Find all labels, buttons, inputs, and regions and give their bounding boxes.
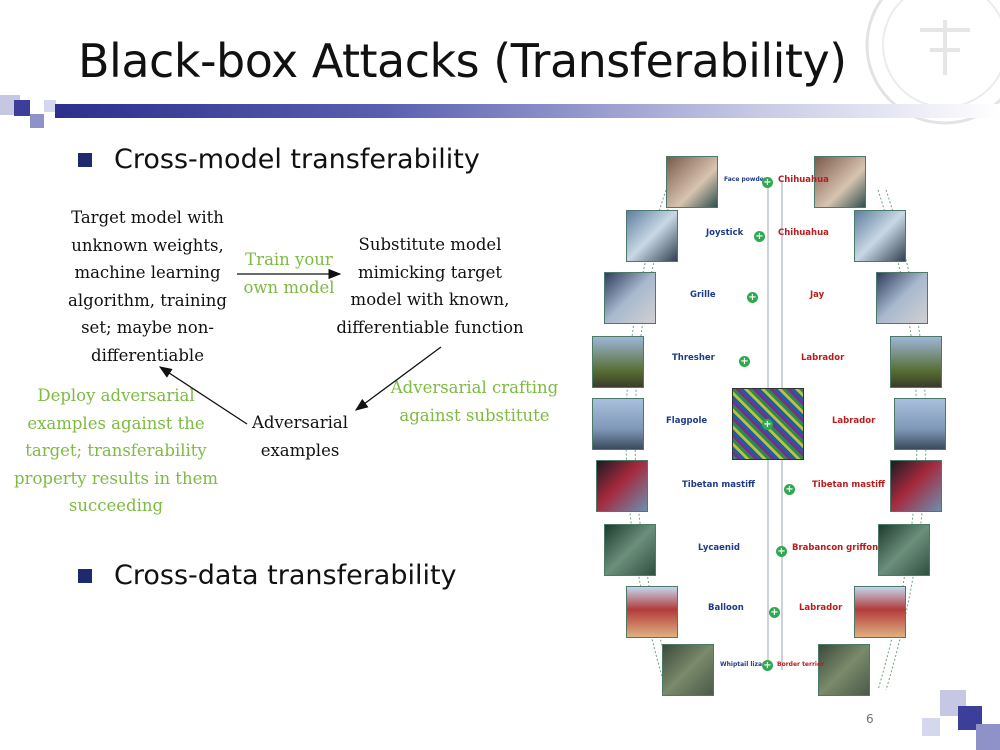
- image-thumbnail: [626, 586, 678, 638]
- row-right-label: Labrador: [832, 416, 876, 426]
- deploy-text: Deploy adversarial examples against the …: [14, 386, 218, 515]
- row-left-label: Lycaenid: [698, 543, 740, 553]
- image-thumbnail: [662, 644, 714, 696]
- decor-square: [14, 100, 30, 116]
- image-thumbnail: [878, 524, 930, 576]
- plus-icon: +: [762, 177, 773, 188]
- plus-icon: +: [754, 231, 765, 242]
- image-thumbnail: [592, 398, 644, 450]
- decor-square: [44, 100, 56, 112]
- bullet-cross-data: Cross-data transferability: [78, 560, 457, 591]
- slide-title: Black-box Attacks (Transferability): [78, 34, 847, 88]
- row-left-label: Flagpole: [666, 416, 708, 426]
- row-left-label: Whiptail lizard: [720, 661, 770, 668]
- decor-square: [30, 114, 44, 128]
- plus-icon: +: [762, 419, 773, 430]
- row-right-label: Tibetan mastiff: [812, 480, 885, 490]
- image-thumbnail: [604, 272, 656, 324]
- row-right-label: Chihuahua: [778, 228, 829, 238]
- image-thumbnail: [604, 524, 656, 576]
- image-thumbnail: [894, 398, 946, 450]
- decor-square: [976, 724, 1000, 750]
- bullet-text: Cross-model transferability: [114, 144, 480, 175]
- page-number: 6: [866, 712, 874, 726]
- plus-icon: +: [762, 660, 773, 671]
- image-thumbnail: [626, 210, 678, 262]
- row-right-label: Jay: [810, 290, 825, 300]
- target-model-text: Target model with unknown weights, machi…: [68, 208, 227, 365]
- adversarial-examples-text: Adversarial examples: [251, 413, 349, 460]
- row-left-label: Joystick: [706, 228, 744, 238]
- bullet-square-icon: [78, 568, 92, 583]
- title-bar: [55, 104, 1000, 118]
- row-right-label: Brabancon griffon: [792, 543, 879, 553]
- bullet-cross-model: Cross-model transferability: [78, 144, 480, 175]
- train-your-own-text: Train your own model: [243, 250, 335, 297]
- image-thumbnail: [666, 156, 718, 208]
- image-thumbnail: [814, 156, 866, 208]
- row-left-label: Tibetan mastiff: [682, 480, 755, 490]
- image-thumbnail: [876, 272, 928, 324]
- row-right-label: Chihuahua: [778, 175, 829, 185]
- row-left-label: Thresher: [672, 353, 715, 363]
- plus-icon: +: [739, 356, 750, 367]
- bullet-text: Cross-data transferability: [114, 560, 457, 591]
- image-thumbnail: [596, 460, 648, 512]
- row-right-label: Border terrier: [777, 661, 825, 668]
- decor-square: [922, 718, 940, 736]
- image-thumbnail: [890, 460, 942, 512]
- plus-icon: +: [747, 292, 758, 303]
- row-right-label: Labrador: [799, 603, 843, 613]
- row-left-label: Balloon: [708, 603, 744, 613]
- adversarial-crafting-text: Adversarial crafting against substitute: [390, 378, 559, 425]
- plus-icon: +: [784, 484, 795, 495]
- image-thumbnail: [890, 336, 942, 388]
- transferability-illustration: Face powder Chihuahua + Joystick Chihuah…: [592, 150, 956, 700]
- plus-icon: +: [776, 546, 787, 557]
- image-thumbnail: [818, 644, 870, 696]
- plus-icon: +: [769, 607, 780, 618]
- bullet-square-icon: [78, 152, 92, 167]
- row-left-label: Grille: [690, 290, 716, 300]
- image-thumbnail: [854, 586, 906, 638]
- image-thumbnail: [854, 210, 906, 262]
- substitute-model-text: Substitute model mimicking target model …: [336, 235, 524, 337]
- row-left-label: Face powder: [724, 176, 767, 183]
- image-thumbnail: [592, 336, 644, 388]
- row-right-label: Labrador: [801, 353, 845, 363]
